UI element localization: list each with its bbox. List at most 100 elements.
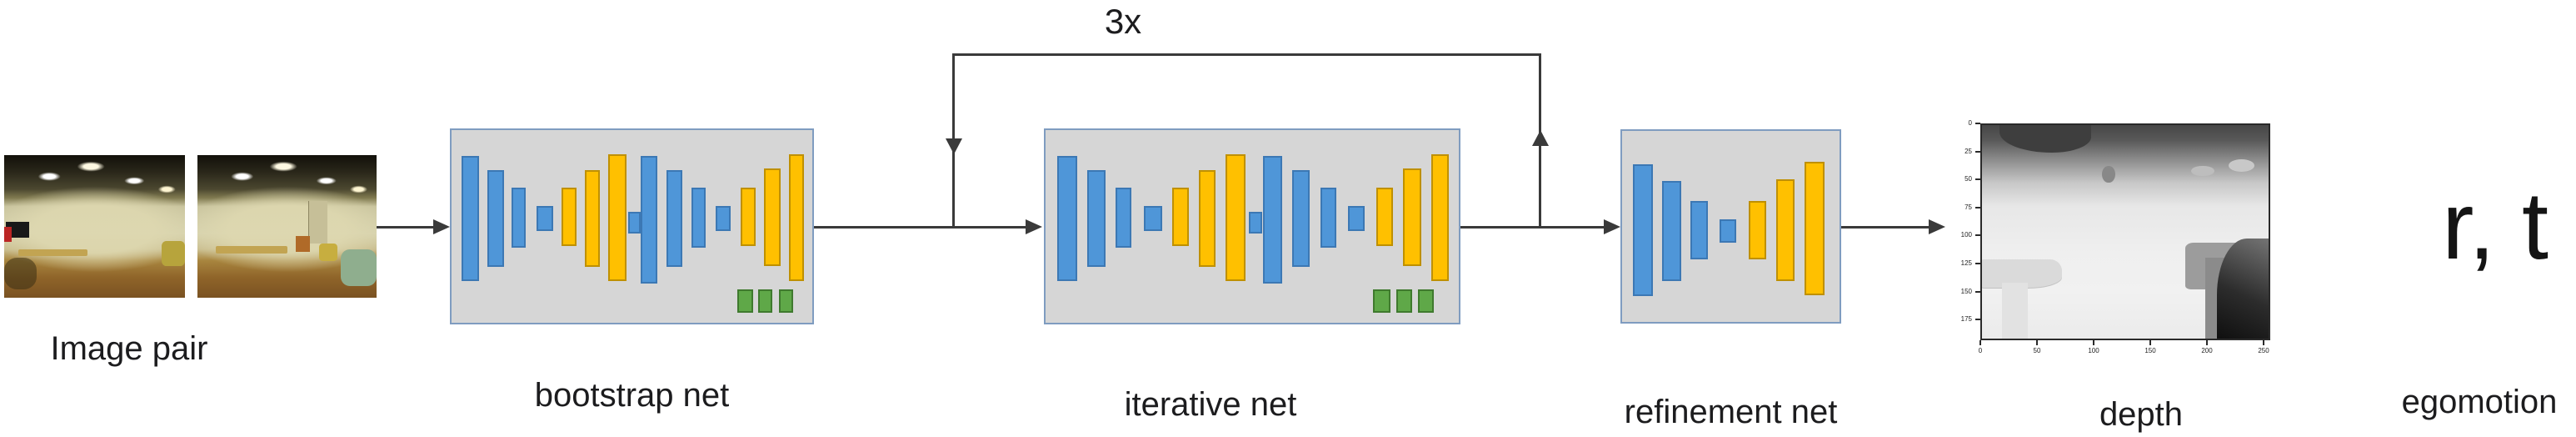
small-object-dot bbox=[2102, 165, 2115, 183]
teal-chair bbox=[341, 249, 377, 287]
image-pair-label: Image pair bbox=[50, 330, 208, 367]
feature-map-bar-blue bbox=[487, 170, 504, 267]
y-tick-mark bbox=[1975, 150, 1980, 153]
arrow-iterative-to-refinement bbox=[1460, 226, 1604, 229]
feature-map-bar-green bbox=[758, 289, 772, 313]
feature-map-bar-yellow bbox=[608, 154, 627, 281]
table-light-blob bbox=[1982, 259, 2063, 288]
feature-map-bar-blue bbox=[666, 170, 682, 267]
bootstrap-net-label: bootstrap net bbox=[534, 377, 730, 414]
input-photo-1 bbox=[4, 155, 185, 298]
loop-count-label: 3x bbox=[1104, 2, 1142, 41]
loop-top-line bbox=[952, 53, 1541, 56]
feature-map-bar-blue bbox=[641, 156, 657, 284]
arrow-input-to-bootstrap bbox=[377, 226, 435, 229]
feature-map-bar-blue bbox=[1690, 201, 1708, 259]
input-photo-2 bbox=[197, 155, 377, 298]
yellow-chair bbox=[319, 244, 337, 261]
y-tick-mark bbox=[1975, 206, 1980, 208]
y-tick-label: 75 bbox=[1964, 203, 1972, 211]
feature-map-bar-green bbox=[779, 289, 793, 313]
feature-map-bar-blue bbox=[537, 206, 553, 231]
feature-map-bar-blue bbox=[1087, 170, 1106, 267]
iterative-net-label: iterative net bbox=[1124, 386, 1297, 423]
orange-box bbox=[296, 236, 311, 253]
feature-map-bar-blue bbox=[512, 188, 526, 248]
feature-map-bar-blue bbox=[1720, 219, 1736, 243]
feature-map-bar-yellow bbox=[1376, 188, 1393, 246]
red-object bbox=[4, 226, 12, 243]
x-tick-label: 250 bbox=[2258, 347, 2269, 354]
tv-screen bbox=[6, 222, 30, 239]
feature-map-bar-blue bbox=[716, 206, 731, 231]
iterative-net-box bbox=[1044, 128, 1460, 324]
feature-map-bar-yellow bbox=[1776, 179, 1795, 281]
x-tick-label: 150 bbox=[2144, 347, 2156, 354]
y-tick-mark bbox=[1975, 178, 1980, 181]
feature-map-bar-yellow bbox=[1749, 201, 1766, 259]
y-tick-label: 100 bbox=[1960, 231, 1972, 239]
bootstrap-net-box bbox=[450, 128, 814, 324]
y-tick-mark bbox=[1975, 263, 1980, 264]
feature-map-bar-yellow bbox=[1172, 188, 1189, 246]
x-tick-mark bbox=[2263, 340, 2264, 345]
x-tick-label: 0 bbox=[1978, 347, 1983, 354]
feature-map-bar-yellow bbox=[1226, 154, 1246, 281]
refinement-net-label: refinement net bbox=[1624, 394, 1838, 430]
arrowhead-refinement-to-depth bbox=[1929, 219, 1945, 234]
arrowhead-bootstrap-to-iterative bbox=[1026, 219, 1042, 234]
feature-map-bar-blue bbox=[628, 212, 641, 234]
wall-smudge-1 bbox=[2191, 165, 2214, 177]
arrowhead-input-to-bootstrap bbox=[433, 219, 450, 234]
feature-map-bar-blue bbox=[691, 188, 706, 248]
feature-map-bar-blue bbox=[1348, 206, 1365, 231]
table-leg-blob bbox=[2002, 283, 2029, 339]
ceiling-dark-patch bbox=[1999, 125, 2091, 153]
feature-map-bar-green bbox=[737, 289, 753, 313]
y-tick-mark bbox=[1975, 123, 1980, 124]
feature-map-bar-yellow bbox=[562, 188, 577, 246]
x-tick-label: 100 bbox=[2088, 347, 2099, 354]
arrow-bootstrap-to-iterative bbox=[814, 226, 1026, 229]
yellow-chair bbox=[161, 240, 185, 267]
feature-map-bar-green bbox=[1396, 289, 1412, 313]
table bbox=[215, 246, 287, 254]
feature-map-bar-green bbox=[1418, 289, 1434, 313]
feature-map-bar-yellow bbox=[1403, 168, 1421, 266]
y-tick-label: 50 bbox=[1964, 175, 1972, 183]
feature-map-bar-yellow bbox=[585, 170, 600, 267]
feature-map-bar-blue bbox=[1144, 206, 1162, 231]
feature-map-bar-blue bbox=[1057, 156, 1077, 281]
egomotion-label: egomotion bbox=[2401, 384, 2558, 420]
y-tick-mark bbox=[1975, 234, 1980, 237]
feature-map-bar-blue bbox=[1249, 212, 1262, 234]
y-tick-label: 25 bbox=[1964, 147, 1972, 155]
table bbox=[18, 249, 87, 257]
loop-arrowhead-down bbox=[946, 138, 962, 154]
depth-label: depth bbox=[2099, 396, 2184, 433]
arrowhead-iterative-to-refinement bbox=[1604, 219, 1620, 234]
wall-smudge-2 bbox=[2228, 158, 2254, 173]
x-tick-mark bbox=[2149, 340, 2151, 345]
feature-map-bar-yellow bbox=[1805, 162, 1825, 295]
feature-map-bar-blue bbox=[1263, 156, 1282, 284]
y-tick-mark bbox=[1975, 290, 1980, 293]
feature-map-bar-yellow bbox=[764, 168, 781, 266]
feature-map-bar-blue bbox=[1633, 164, 1653, 296]
x-tick-label: 50 bbox=[2033, 347, 2041, 354]
y-tick-label: 0 bbox=[1968, 119, 1972, 127]
feature-map-bar-yellow bbox=[1199, 170, 1216, 267]
x-tick-mark bbox=[2036, 340, 2038, 345]
x-tick-mark bbox=[2206, 340, 2208, 345]
y-tick-mark bbox=[1975, 319, 1980, 321]
x-tick-mark bbox=[1979, 340, 1981, 345]
chair-shadow bbox=[4, 258, 37, 289]
feature-map-bar-blue bbox=[1662, 181, 1681, 281]
y-tick-label: 150 bbox=[1960, 287, 1972, 295]
loop-arrowhead-up bbox=[1532, 130, 1549, 146]
x-tick-label: 200 bbox=[2201, 347, 2213, 354]
refinement-net-box bbox=[1620, 129, 1841, 324]
feature-map-bar-blue bbox=[1116, 188, 1131, 248]
x-tick-mark bbox=[2093, 340, 2094, 345]
